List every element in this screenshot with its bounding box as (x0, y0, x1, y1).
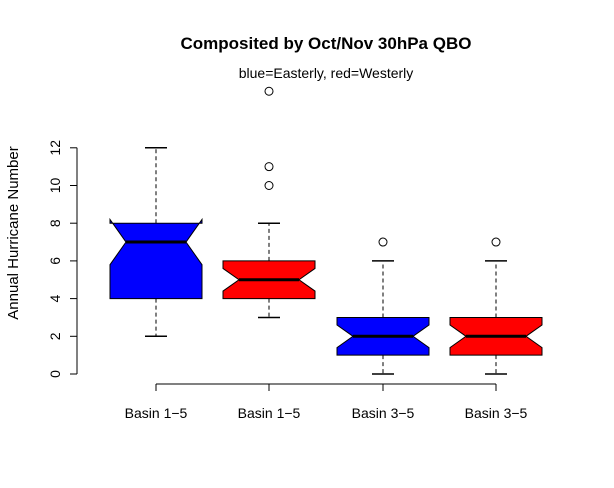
x-axis: Basin 1−5 Basin 1−5 Basin 3−5 Basin 3−5 (125, 383, 528, 421)
y-tick-label: 12 (47, 140, 63, 156)
y-tick-label: 10 (47, 178, 63, 194)
y-axis-label: Annual Hurricane Number (5, 146, 22, 319)
outlier-point (378, 237, 388, 247)
y-tick-label: 4 (47, 294, 63, 302)
y-axis: 0 2 4 6 8 10 12 (47, 140, 78, 378)
chart-title: Composited by Oct/Nov 30hPa QBO (181, 34, 472, 53)
outlier-point (264, 86, 274, 96)
y-tick-label: 8 (47, 219, 63, 227)
boxes-group (109, 86, 543, 375)
y-tick-label: 6 (47, 257, 63, 265)
outlier-point (264, 181, 274, 190)
outlier-point (491, 237, 501, 247)
x-tick-label: Basin 1−5 (238, 405, 301, 421)
x-tick-label: Basin 3−5 (352, 405, 415, 421)
y-tick-label: 0 (47, 370, 63, 378)
x-tick-label: Basin 1−5 (125, 405, 188, 421)
chart-subtitle: blue=Easterly, red=Westerly (239, 65, 414, 81)
x-tick-label: Basin 3−5 (465, 405, 528, 421)
y-tick-label: 2 (47, 332, 63, 340)
box-body (109, 217, 203, 300)
outlier-point (264, 162, 274, 172)
